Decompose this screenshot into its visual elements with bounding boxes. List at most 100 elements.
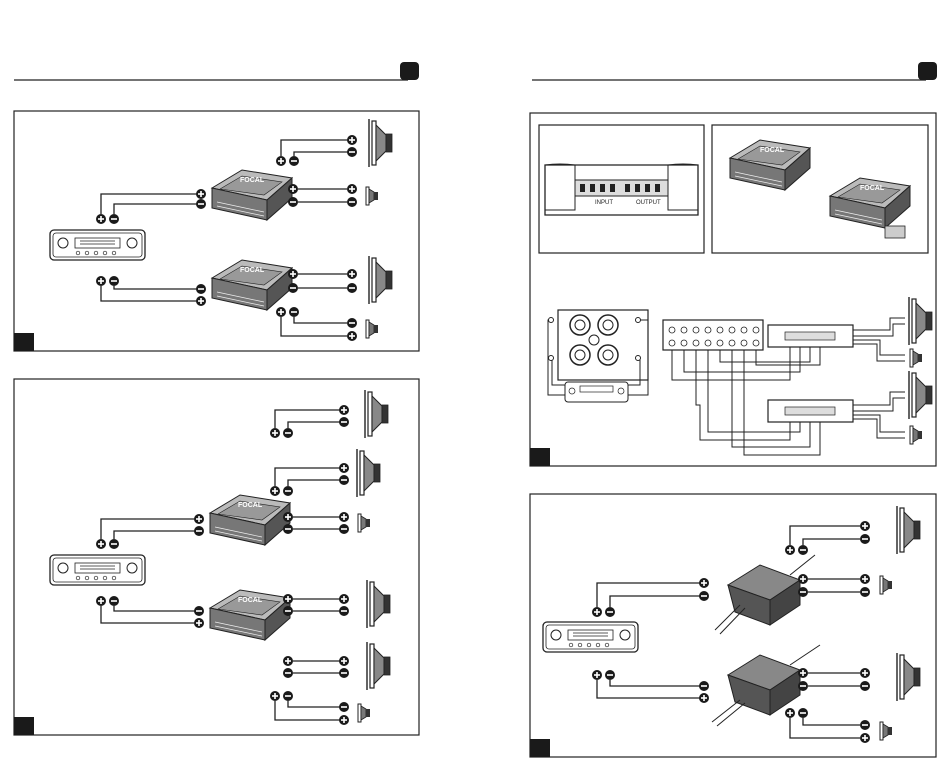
minus-terminal-icon [283, 428, 293, 438]
minus-terminal-icon [109, 214, 119, 224]
right-page-badge [918, 62, 937, 80]
input-label: INPUT [595, 200, 613, 206]
plus-terminal-icon [339, 512, 349, 522]
plus-terminal-icon [798, 574, 808, 584]
minus-terminal-icon [288, 197, 298, 207]
plus-terminal-icon [347, 135, 357, 145]
amplifier-block [558, 310, 648, 380]
minus-terminal-icon [605, 607, 615, 617]
plus-terminal-icon [196, 189, 206, 199]
tweeter-icon [880, 576, 892, 594]
tweeter-icon [910, 426, 922, 444]
minus-terminal-icon [283, 606, 293, 616]
plus-terminal-icon [592, 607, 602, 617]
tweeter-icon [358, 514, 370, 532]
minus-terminal-icon [289, 307, 299, 317]
minus-terminal-icon [289, 156, 299, 166]
plus-terminal-icon [96, 276, 106, 286]
plus-terminal-icon [339, 594, 349, 604]
minus-terminal-icon [196, 284, 206, 294]
amplifier-icon [545, 164, 698, 215]
minus-terminal-icon [860, 681, 870, 691]
head-unit-icon [565, 382, 628, 402]
plus-terminal-icon [347, 269, 357, 279]
minus-terminal-icon [339, 668, 349, 678]
plus-terminal-icon [860, 574, 870, 584]
plus-terminal-icon [283, 594, 293, 604]
plus-terminal-icon [276, 307, 286, 317]
plus-terminal-icon [288, 269, 298, 279]
woofer-icon [909, 297, 932, 345]
head-unit-icon [50, 230, 145, 260]
jumper-icon [885, 226, 905, 238]
crossover-brand-label: FOCAL [238, 502, 263, 509]
plus-terminal-icon [699, 693, 709, 703]
minus-terminal-icon [109, 539, 119, 549]
crossover-icon [768, 325, 853, 347]
woofer-icon [897, 653, 920, 701]
plus-terminal-icon [283, 512, 293, 522]
minus-terminal-icon [339, 475, 349, 485]
panel-left-top-badge [14, 333, 34, 351]
plus-terminal-icon [96, 539, 106, 549]
minus-terminal-icon [194, 606, 204, 616]
plus-terminal-icon [339, 405, 349, 415]
tweeter-icon [366, 320, 378, 338]
plus-terminal-icon [96, 596, 106, 606]
minus-terminal-icon [699, 591, 709, 601]
plus-terminal-icon [592, 670, 602, 680]
minus-terminal-icon [283, 691, 293, 701]
tweeter-icon [910, 349, 922, 367]
minus-terminal-icon [860, 587, 870, 597]
minus-terminal-icon [194, 526, 204, 536]
minus-terminal-icon [699, 681, 709, 691]
woofer-icon [365, 390, 388, 438]
panel-left-bottom-badge [14, 717, 34, 735]
plus-terminal-icon [347, 184, 357, 194]
minus-terminal-icon [288, 283, 298, 293]
woofer-icon [357, 449, 380, 497]
minus-terminal-icon [339, 606, 349, 616]
plus-terminal-icon [785, 708, 795, 718]
panel-right-bottom-badge [530, 739, 550, 757]
woofer-icon [367, 580, 390, 628]
minus-terminal-icon [347, 197, 357, 207]
plus-terminal-icon [798, 668, 808, 678]
crossover-icon [768, 400, 853, 422]
plus-terminal-icon [196, 296, 206, 306]
woofer-icon [367, 642, 390, 690]
tweeter-icon [358, 704, 370, 722]
crossover-brand-label: FOCAL [760, 147, 785, 154]
plus-terminal-icon [860, 521, 870, 531]
tweeter-icon [880, 722, 892, 740]
minus-terminal-icon [339, 417, 349, 427]
woofer-icon [369, 256, 392, 304]
plus-terminal-icon [785, 545, 795, 555]
minus-terminal-icon [798, 545, 808, 555]
woofer-icon [897, 506, 920, 554]
panel-right-top-badge [530, 448, 550, 466]
minus-terminal-icon [196, 199, 206, 209]
plus-terminal-icon [288, 184, 298, 194]
amplifier-terminal-strip [663, 320, 763, 350]
minus-terminal-icon [283, 524, 293, 534]
minus-terminal-icon [347, 147, 357, 157]
minus-terminal-icon [347, 318, 357, 328]
minus-terminal-icon [339, 524, 349, 534]
minus-terminal-icon [798, 681, 808, 691]
plus-terminal-icon [339, 656, 349, 666]
plus-terminal-icon [270, 486, 280, 496]
plus-terminal-icon [339, 463, 349, 473]
crossover-brand-label: FOCAL [240, 177, 265, 184]
minus-terminal-icon [860, 534, 870, 544]
minus-terminal-icon [109, 276, 119, 286]
plus-terminal-icon [270, 428, 280, 438]
minus-terminal-icon [798, 587, 808, 597]
minus-terminal-icon [283, 486, 293, 496]
woofer-icon [909, 371, 932, 419]
crossover-brand-label: FOCAL [240, 267, 265, 274]
tweeter-icon [366, 187, 378, 205]
plus-terminal-icon [194, 618, 204, 628]
minus-terminal-icon [605, 670, 615, 680]
